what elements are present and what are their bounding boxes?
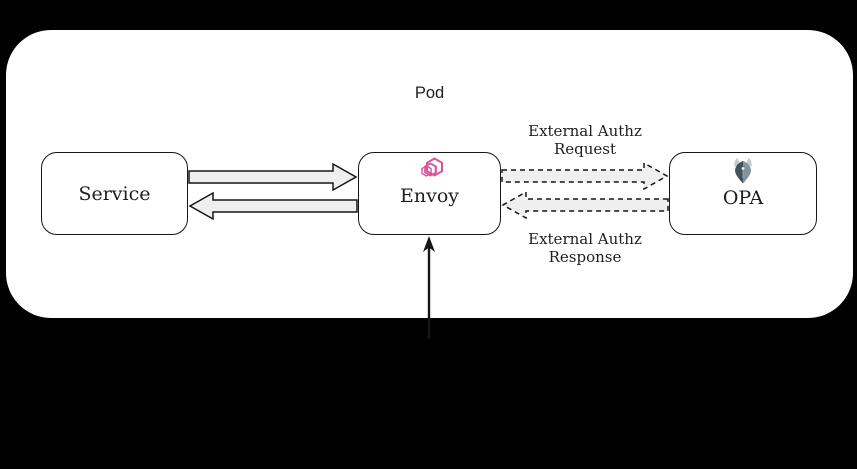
opa-label: OPA — [722, 187, 764, 209]
external-authz-request-label: External Authz Request — [528, 122, 642, 158]
service-label: Service — [78, 182, 151, 205]
envoy-logo-icon — [420, 157, 443, 177]
envoy-to-opa-request-arrow — [501, 161, 669, 191]
pod-label: Pod — [414, 84, 445, 102]
opa-logo-icon — [734, 158, 752, 184]
node-service: Service — [41, 152, 188, 235]
opa-to-envoy-response-arrow — [501, 190, 669, 220]
envoy-label: Envoy — [399, 185, 459, 207]
envoy-to-service-arrow — [188, 191, 358, 221]
external-authz-response-label: External Authz Response — [528, 230, 642, 266]
node-opa: OPA — [669, 152, 817, 235]
node-envoy: Envoy — [358, 152, 501, 235]
incoming-request-arrow — [423, 236, 435, 339]
service-to-envoy-arrow — [188, 162, 358, 192]
